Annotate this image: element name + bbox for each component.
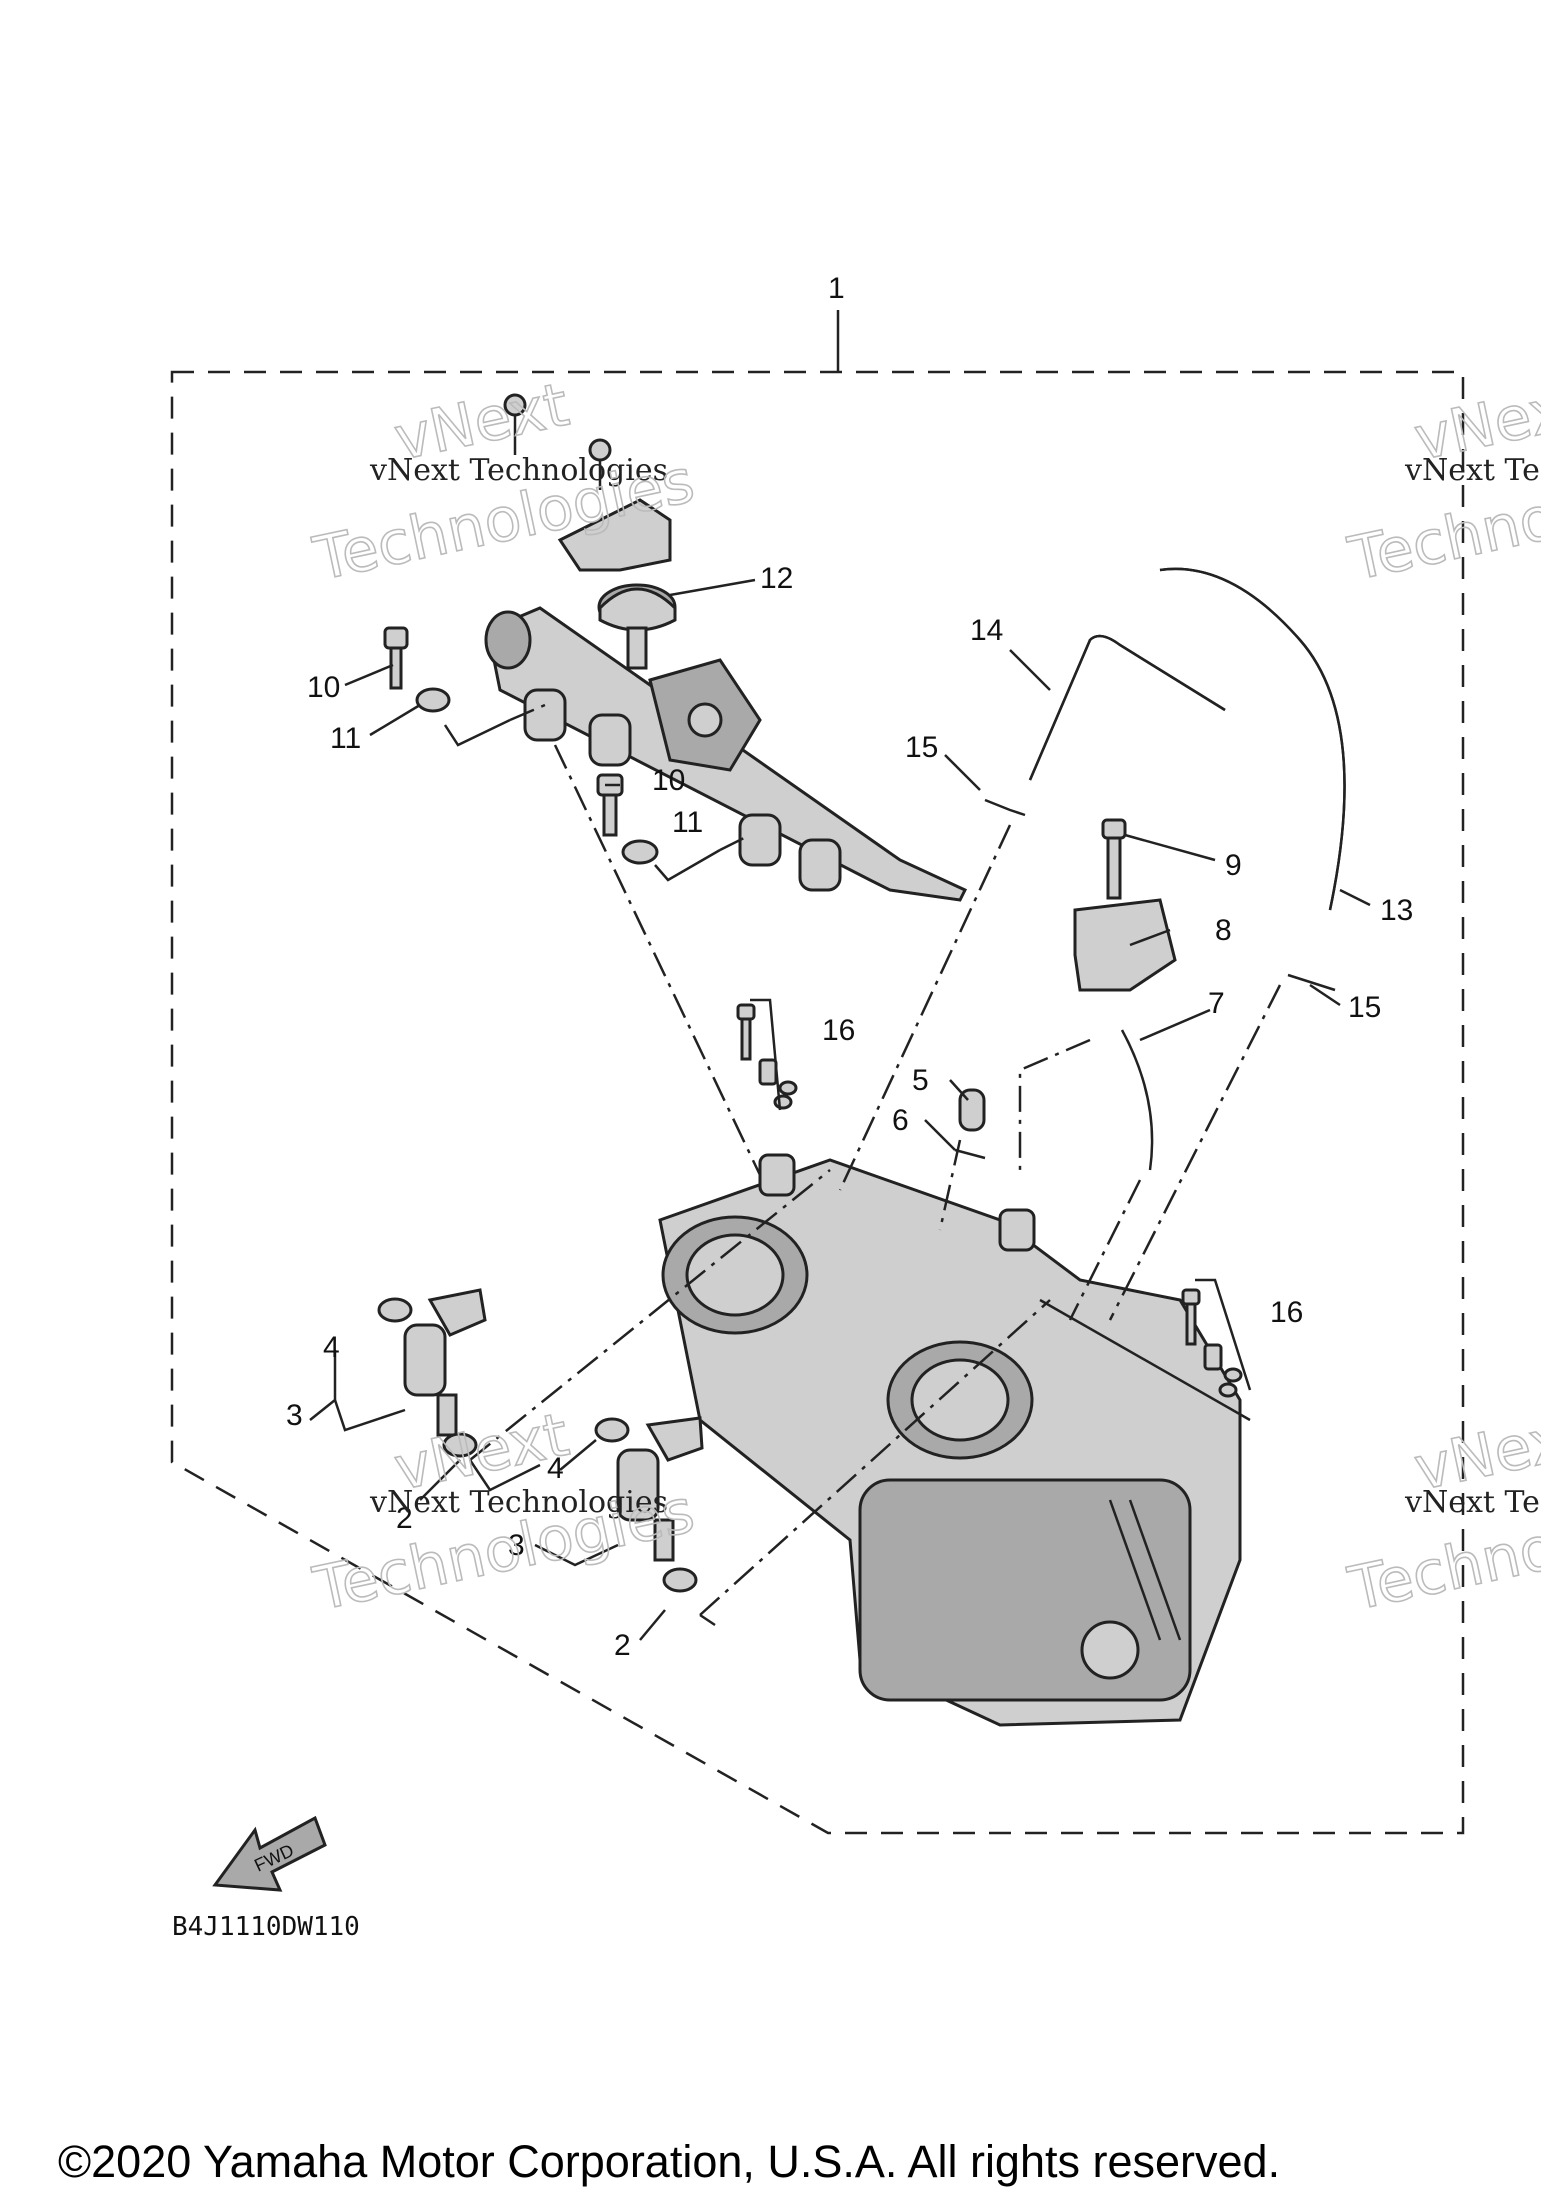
throttle-sensor xyxy=(1073,818,1177,992)
chain-line xyxy=(719,833,751,852)
callout-13: 13 xyxy=(1380,894,1413,927)
screw-kit-16b xyxy=(1181,1288,1243,1398)
clip-6 xyxy=(954,1148,986,1160)
chain-line xyxy=(469,1169,831,1461)
chain-line xyxy=(699,1299,1051,1616)
callout-9: 9 xyxy=(1225,849,1242,882)
callout-15a: 15 xyxy=(905,731,938,764)
clip-15a xyxy=(984,798,1026,817)
callout-7: 7 xyxy=(1208,987,1225,1020)
callout-4b: 4 xyxy=(547,1452,564,1485)
callout-15b: 15 xyxy=(1348,991,1381,1024)
callout-10b: 10 xyxy=(652,764,685,797)
chain-line xyxy=(838,824,1012,1191)
chain-line xyxy=(1018,1038,1091,1170)
callout-11b: 11 xyxy=(672,806,703,839)
hose-13 xyxy=(1159,567,1346,911)
svg-text:vNext Technologies: vNext Technologies xyxy=(1404,1485,1541,1520)
chain-line xyxy=(938,1139,962,1231)
callout-8: 8 xyxy=(1215,914,1232,947)
diagram-code: B4J1110DW110 xyxy=(172,1912,360,1942)
screw-kit-16a xyxy=(736,1003,798,1110)
callout-16a: 16 xyxy=(822,1014,855,1047)
watermark-bottom-left: vNext vNext Technologies Technologies xyxy=(307,1399,701,1626)
assembly-boundary xyxy=(170,370,1465,1835)
callout-1: 1 xyxy=(828,272,845,305)
chain-line xyxy=(1039,1298,1251,1422)
hose-14 xyxy=(1028,634,1226,781)
callout-5: 5 xyxy=(912,1064,929,1097)
cap-5 xyxy=(958,1088,986,1132)
injector-left xyxy=(377,1288,487,1458)
fuel-rail xyxy=(484,606,968,902)
callout-16b: 16 xyxy=(1270,1296,1303,1329)
svg-text:vNext Technologies: vNext Technologies xyxy=(369,453,668,488)
clip-15b xyxy=(1287,973,1336,992)
callout-6: 6 xyxy=(892,1104,909,1137)
chain-line xyxy=(699,1613,716,1627)
callout-11a: 11 xyxy=(330,722,361,755)
throttle-body xyxy=(658,1153,1242,1727)
chain-line xyxy=(654,848,721,882)
callout-2b: 2 xyxy=(614,1629,631,1662)
pressure-regulator xyxy=(503,393,677,670)
callout-12: 12 xyxy=(760,562,793,595)
injector-right xyxy=(594,1416,704,1593)
svg-text:vNext Technologies: vNext Technologies xyxy=(1404,453,1541,488)
watermark-bottom-right: vNext vNext Technologies Technologies xyxy=(1342,1399,1541,1626)
watermark-top-left: vNext vNext Technologies Technologies xyxy=(307,369,701,596)
leader-lines xyxy=(309,578,1371,1641)
callout-4a: 4 xyxy=(323,1331,340,1364)
callout-14: 14 xyxy=(970,614,1003,647)
callout-2a: 2 xyxy=(396,1502,413,1535)
hose-7 xyxy=(1120,1029,1154,1171)
callout-3b: 3 xyxy=(508,1529,525,1562)
fuel-rail-bolts xyxy=(383,626,659,865)
chain-line xyxy=(553,744,762,1176)
copyright: ©2020 Yamaha Motor Corporation, U.S.A. A… xyxy=(58,2136,1280,2187)
svg-text:vNext Technologies: vNext Technologies xyxy=(369,1485,668,1520)
watermark-top-right: vNext vNext Technologies Technologies xyxy=(1342,369,1541,596)
chain-line xyxy=(468,1459,541,1492)
callout-3a: 3 xyxy=(286,1399,303,1432)
callout-10a: 10 xyxy=(307,671,340,704)
chain-line xyxy=(443,718,511,747)
chain-line xyxy=(509,703,546,722)
fwd-arrow-icon: FWD xyxy=(212,1815,327,1892)
chain-line xyxy=(1108,984,1282,1321)
